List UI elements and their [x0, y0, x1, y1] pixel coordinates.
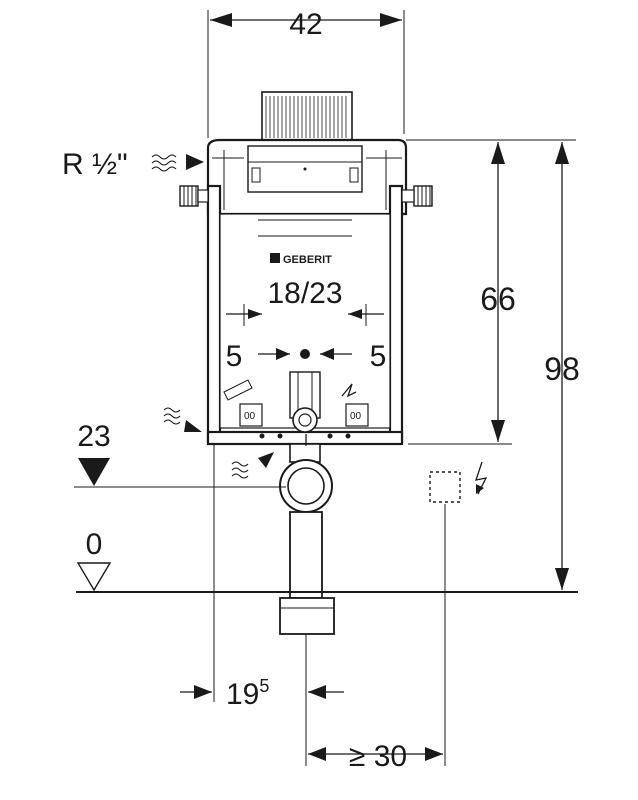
actuator-plate — [261, 91, 353, 143]
drain-pipe — [279, 434, 335, 635]
label-width-42: 42 — [289, 8, 322, 41]
dimension-min-30: ≥ 30 — [308, 740, 443, 773]
water-inlet: R ½" — [62, 148, 204, 181]
dimension-18-23: 18/23 — [226, 277, 384, 326]
svg-text:00: 00 — [244, 411, 256, 422]
inner-plumbing: 00 00 — [223, 371, 369, 439]
label-frame-opening: 18/23 — [267, 277, 342, 310]
brand-logo: GEBERIT — [270, 253, 332, 266]
level-marker-0: 0 — [76, 528, 578, 593]
dimension-19-5: 195 — [180, 676, 344, 711]
dimension-height-66: 66 — [406, 139, 516, 445]
label-min-distance: ≥ 30 — [349, 740, 407, 773]
label-offset-19: 19 — [226, 678, 259, 711]
level-marker-23: 23 — [74, 420, 286, 488]
label-height-98: 98 — [544, 351, 580, 387]
electrical-socket-symbol — [429, 461, 488, 766]
right-bracket — [401, 185, 433, 207]
dimension-height-98: 98 — [512, 139, 580, 590]
label-level-23: 23 — [77, 420, 110, 453]
label-offset-left: 5 — [226, 340, 243, 373]
label-pipe-connection: R ½" — [62, 148, 128, 181]
cistern-frame: GEBERIT 18/23 5 5 — [179, 138, 433, 446]
label-level-0: 0 — [86, 528, 103, 561]
svg-text:195: 195 — [226, 676, 269, 711]
brand-text: GEBERIT — [283, 254, 332, 266]
dimension-width-42: 42 — [207, 8, 405, 138]
label-offset-19-sup: 5 — [259, 676, 269, 696]
dimension-5-5: 5 5 — [226, 340, 387, 373]
label-offset-right: 5 — [370, 340, 387, 373]
left-bracket — [179, 185, 209, 207]
flow-symbol-lower — [231, 452, 274, 479]
svg-text:00: 00 — [350, 411, 362, 422]
flow-symbol-left — [163, 407, 202, 432]
label-height-66: 66 — [480, 281, 516, 317]
